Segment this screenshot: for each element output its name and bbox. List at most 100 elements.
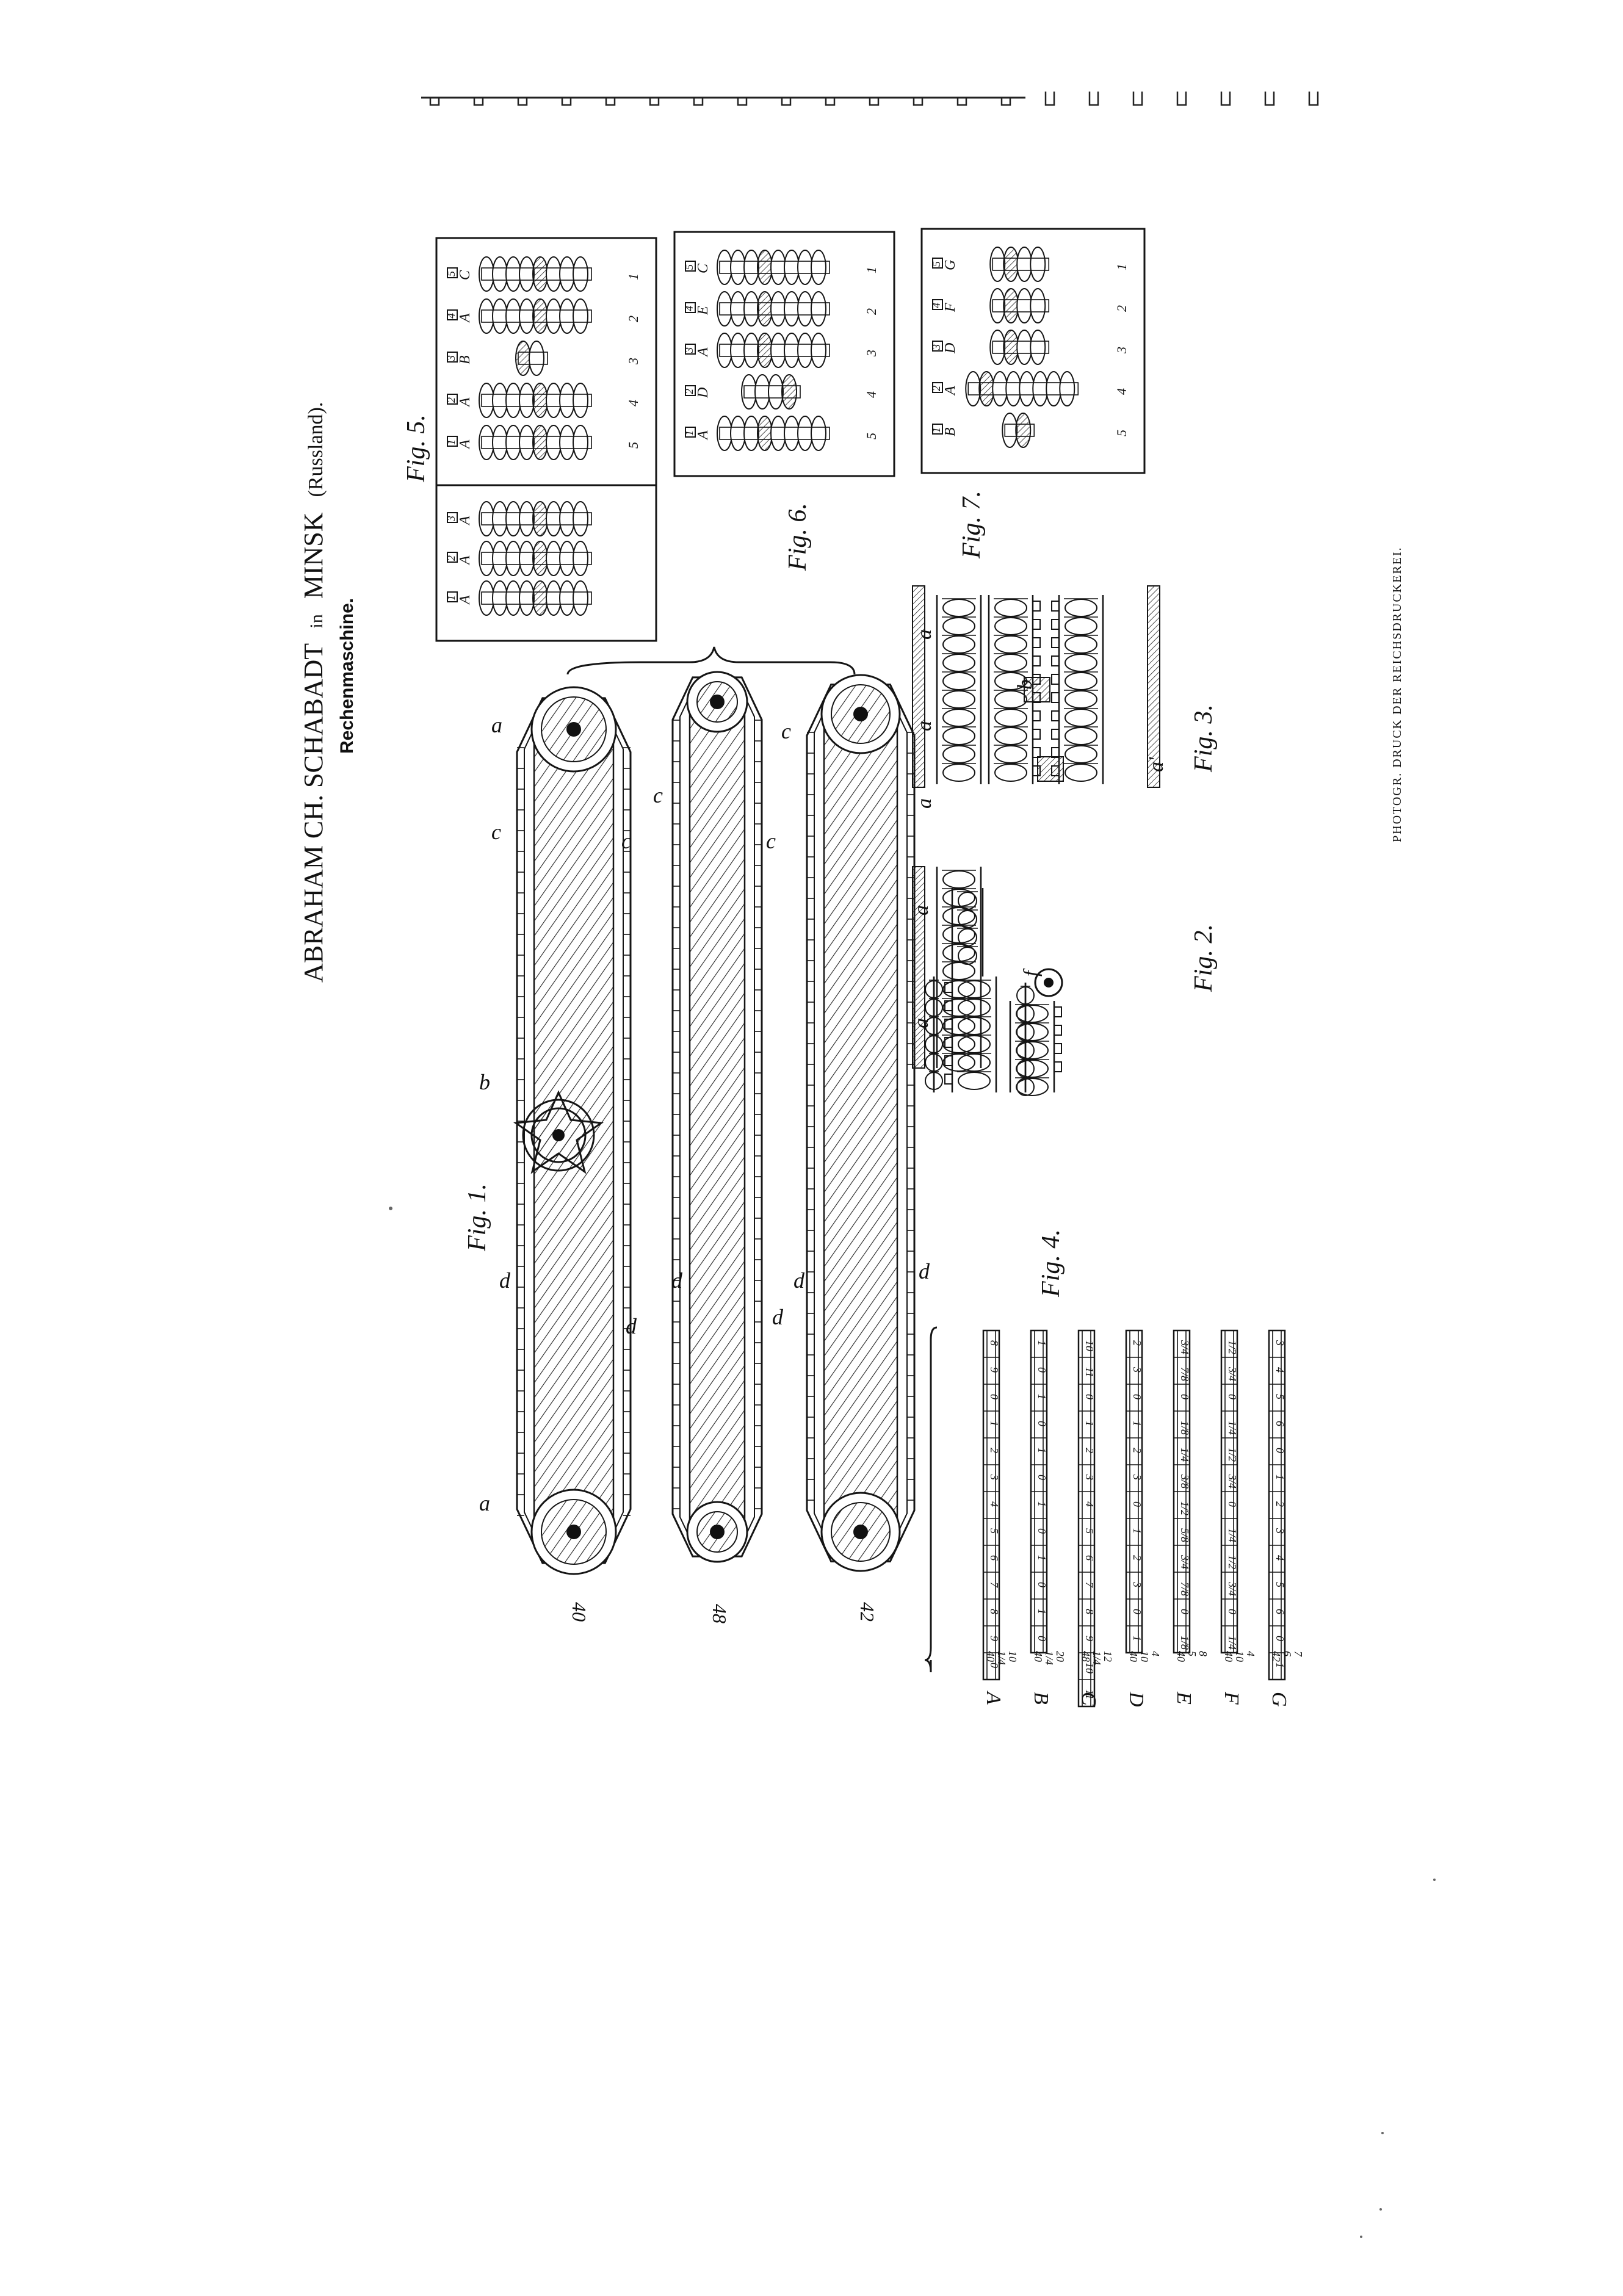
- fig4-cell: 0: [1036, 1528, 1048, 1534]
- abacus-rod: [967, 382, 1079, 395]
- fig4-header-value: 7: [1292, 1651, 1304, 1657]
- fig4-cell: 0: [1179, 1394, 1191, 1399]
- fig7-number: 5: [1114, 430, 1129, 436]
- fig4-cell: 8: [988, 1340, 1000, 1346]
- index-box: [685, 261, 696, 272]
- fig5-right-letter: B: [457, 355, 473, 364]
- rack-bead: [1065, 690, 1097, 709]
- fig5-left-letter: A: [457, 516, 473, 526]
- fig4-cell-value: 1/2: [1179, 1501, 1191, 1515]
- fig4-cell-value: 3: [1131, 1474, 1143, 1480]
- fig4-cell: 3/4: [1226, 1366, 1238, 1381]
- rack-tooth: [944, 1000, 953, 1011]
- part-c-1: c: [491, 820, 501, 844]
- abacus-rod: [992, 341, 1050, 354]
- fig2-rack-lower-edge: [925, 977, 943, 1092]
- fig4-cell-value: 1: [1036, 1555, 1048, 1561]
- abacus-bead: [730, 250, 746, 285]
- abacus-bead: [546, 298, 562, 334]
- fig4-cell: 7/8: [1179, 1582, 1191, 1596]
- fig4-cell-value: 0: [1036, 1367, 1048, 1373]
- fig3-pawl-a: [1037, 756, 1064, 782]
- fig7-number-text: 2: [1114, 305, 1129, 312]
- fig4-cell: 3: [1274, 1340, 1286, 1346]
- fig4-cell-value: 1/4: [1179, 1448, 1191, 1462]
- fig7-letter-text: B: [942, 427, 958, 436]
- fig4-cell: 5: [1274, 1394, 1286, 1399]
- fig4-cell: 1: [1036, 1501, 1048, 1507]
- abacus-bead: [492, 256, 508, 292]
- fig4-cell-value: 8: [988, 1340, 1000, 1346]
- fig4-cell-value: 5/8: [1179, 1528, 1191, 1542]
- fig4-cell: 1: [1274, 1475, 1286, 1480]
- fig6-letter-text: C: [695, 263, 711, 273]
- index-box: [447, 512, 458, 523]
- fig4-cell-value: 2: [988, 1448, 1000, 1453]
- fig5-right-letter: A: [457, 439, 473, 450]
- rack-bead: [994, 745, 1027, 764]
- fig4-column-letter: A: [982, 1691, 1005, 1705]
- belt-48: [671, 671, 763, 1563]
- abacus-bead: [492, 298, 508, 334]
- index-box-label: 5: [930, 261, 942, 267]
- abacus-bead: [492, 541, 508, 576]
- fig5-right-number-text: 1: [626, 273, 641, 280]
- part-d-3: d: [671, 1268, 683, 1293]
- fig4-cell: 0: [1179, 1609, 1191, 1614]
- abacus-bead: [559, 298, 575, 334]
- fig3-pawl-b: [1024, 677, 1050, 702]
- ruler-tick: [956, 98, 967, 106]
- fig4-cell: 2: [1131, 1448, 1143, 1453]
- index-box-label: 4: [930, 303, 942, 308]
- abacus-bead: [519, 256, 535, 292]
- rack-bead: [994, 635, 1027, 654]
- rack-bead: [1016, 1060, 1049, 1078]
- ruler-tick: [473, 98, 484, 106]
- abacus-rod: [992, 299, 1050, 312]
- fig4-cell-value: 1: [1131, 1421, 1143, 1426]
- abacus-bead: [546, 383, 562, 418]
- index-box-label: 1: [445, 439, 457, 445]
- abacus-bead: [784, 416, 800, 451]
- fig3-housing: [912, 585, 925, 788]
- index-box: [932, 341, 943, 352]
- fig4-cell: 7/8: [1179, 1367, 1191, 1381]
- fig4-cell-value: 5: [1083, 1528, 1096, 1534]
- index-box: [447, 267, 458, 278]
- abacus-bead: [519, 501, 535, 536]
- part-d-5: d: [793, 1268, 805, 1293]
- fig4-header-value: 10: [1007, 1651, 1019, 1662]
- abacus-bead: [730, 291, 746, 327]
- fig4-header-value: 4: [1245, 1651, 1257, 1656]
- abacus-bead: [770, 333, 786, 368]
- fig4-cell-value: 2: [1274, 1501, 1286, 1507]
- fig3-part-a-2: a: [913, 721, 936, 731]
- abacus-rod: [481, 591, 592, 605]
- index-box: [447, 394, 458, 405]
- fig4-letter-e: E: [1173, 1691, 1195, 1705]
- abacus-bead: [532, 298, 548, 334]
- fig4-cell-value: 0: [988, 1662, 1000, 1668]
- fig4-cell: 1: [1083, 1421, 1096, 1426]
- abacus-bead: [532, 501, 548, 536]
- rack-bead: [958, 980, 991, 998]
- abacus-bead: [811, 291, 826, 327]
- fig4-cell: 1/4: [1226, 1528, 1238, 1542]
- subtitle: Rechenmaschine.: [337, 598, 357, 754]
- abacus-rod: [719, 427, 830, 440]
- abacus-bead: [532, 256, 548, 292]
- index-box: [685, 427, 696, 438]
- abacus-bead: [546, 580, 562, 616]
- part-d-6: d: [919, 1259, 930, 1283]
- belt-number-2: 48: [709, 1604, 731, 1623]
- rack-bead: [958, 928, 977, 947]
- fig4-cell: 9: [1083, 1636, 1096, 1641]
- abacus-rod: [481, 512, 592, 525]
- fig4-cell: 5: [1274, 1582, 1286, 1587]
- fig4-cell: 3: [1131, 1366, 1143, 1373]
- pulley-axle: [710, 1525, 725, 1539]
- abacus-bead: [768, 374, 784, 410]
